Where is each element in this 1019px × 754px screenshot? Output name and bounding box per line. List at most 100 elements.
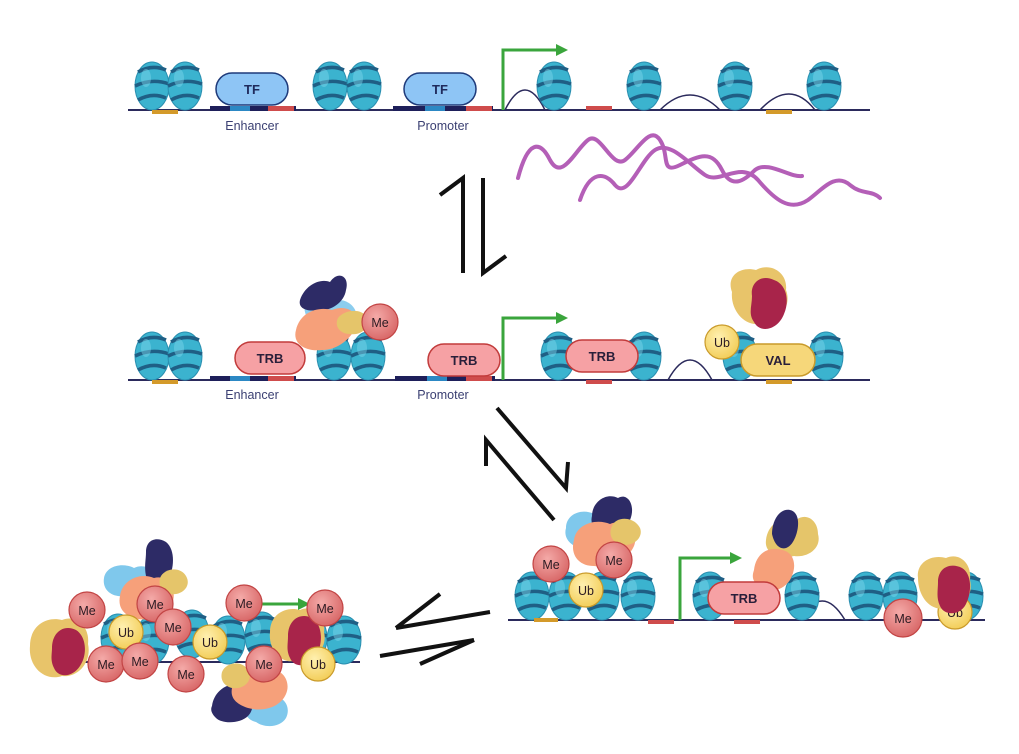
enhancer-motif — [230, 376, 250, 381]
nucleosome — [619, 570, 657, 622]
motif-orange — [766, 110, 792, 114]
trb-protein: TRB — [427, 343, 501, 377]
ubiquitin-mark: Ub — [300, 646, 336, 682]
nucleosome — [716, 60, 754, 112]
protein-complex — [752, 509, 819, 591]
motif-red — [586, 106, 612, 110]
arrow-head — [556, 312, 568, 324]
me-label: Me — [131, 655, 148, 669]
me-label: Me — [255, 658, 272, 672]
nucleosome — [166, 60, 204, 112]
me-label: Me — [235, 597, 252, 611]
arrow-head — [298, 598, 310, 610]
me-label: Me — [164, 621, 181, 635]
nucleosome — [625, 60, 663, 112]
motif-orange — [152, 380, 178, 384]
nucleosome — [805, 60, 843, 112]
row-1-active-state: TF TF Enhancer Promoter — [128, 44, 882, 207]
motif-orange — [152, 110, 178, 114]
mrna-transcript — [578, 145, 882, 207]
methyl-mark: Me — [87, 645, 125, 683]
ubiquitin-mark: Ub — [192, 624, 228, 660]
row-3-partially-repressed-state: Me Me Ub TRB Ub M — [508, 496, 985, 638]
row-2-trb-bound-state: Me TRB TRB TRB VAL Ub Enhancer — [128, 267, 870, 402]
tf-protein: TF — [215, 72, 289, 106]
transcription-start-arrow — [501, 316, 558, 380]
transcription-start-arrow — [501, 48, 558, 110]
val-protein: VAL — [740, 343, 816, 377]
me-label: Me — [605, 554, 622, 568]
ub-label: Ub — [202, 636, 218, 650]
ubiquitin-mark: Ub — [704, 324, 740, 360]
motif-red — [648, 620, 674, 624]
protein-complex — [295, 275, 368, 351]
promoter-motif — [466, 376, 492, 381]
dna-loop — [667, 359, 713, 381]
methyl-mark: Me — [225, 584, 263, 622]
transcription-start-arrow — [678, 556, 732, 620]
promoter-label: Promoter — [417, 388, 468, 402]
nucleosome — [166, 330, 204, 382]
promoter-label: Promoter — [417, 119, 468, 133]
enhancer-region — [210, 106, 296, 111]
row-3-repressed-state: Me Me Me Me Me Ub Ub Ub Me Me Me Me — [29, 539, 363, 727]
arrow-head — [730, 552, 742, 564]
methyl-mark: Me — [595, 541, 633, 579]
enhancer-label: Enhancer — [225, 388, 279, 402]
nucleosome — [133, 330, 171, 382]
methyl-mark: Me — [306, 589, 344, 627]
mrna-transcript — [516, 133, 804, 184]
methyl-mark: Me — [245, 645, 283, 683]
nucleosome — [311, 60, 349, 112]
dna-loop — [504, 89, 816, 111]
me-label: Me — [542, 558, 559, 572]
me-label: Me — [146, 598, 163, 612]
trb-protein: TRB — [565, 339, 639, 373]
motif-orange — [766, 380, 792, 384]
trb-protein: TRB — [234, 341, 306, 375]
methyl-mark: Me — [68, 591, 106, 629]
methyl-mark: Me — [121, 642, 159, 680]
trb-label: TRB — [257, 351, 284, 366]
trb-label: TRB — [451, 353, 478, 368]
methyl-mark: Me — [361, 303, 399, 341]
enhancer-label: Enhancer — [225, 119, 279, 133]
me-label: Me — [316, 602, 333, 616]
enhancer-motif — [268, 106, 294, 111]
methyl-mark: Me — [167, 655, 205, 693]
equilibrium-arrow — [484, 406, 570, 522]
nucleosome — [133, 60, 171, 112]
ub-label: Ub — [310, 658, 326, 672]
motif-orange — [534, 618, 558, 622]
ub-label: Ub — [714, 336, 730, 350]
nucleosome — [535, 60, 573, 112]
me-label: Me — [177, 668, 194, 682]
trb-label: TRB — [589, 349, 616, 364]
methyl-mark: Me — [154, 608, 192, 646]
me-label: Me — [97, 658, 114, 672]
methyl-mark: Me — [883, 598, 923, 638]
ubiquitin-mark: Ub — [568, 572, 604, 608]
nucleosome — [847, 570, 885, 622]
ubiquitin-mark: Ub — [108, 614, 144, 650]
nucleosome — [345, 60, 383, 112]
trb-protein: TRB — [707, 581, 781, 615]
tf-protein: TF — [403, 72, 477, 106]
motif-red — [586, 380, 612, 384]
tf-label: TF — [244, 82, 260, 97]
enhancer-region — [210, 376, 296, 381]
equilibrium-arrow — [438, 174, 508, 277]
promoter-motif — [427, 376, 447, 381]
trb-label: TRB — [731, 591, 758, 606]
protein-complex — [730, 267, 788, 329]
tf-label: TF — [432, 82, 448, 97]
methyl-mark: Me — [532, 545, 570, 583]
me-label: Me — [894, 612, 911, 626]
promoter-motif — [425, 106, 445, 111]
protein-complex — [917, 556, 971, 614]
enhancer-motif — [268, 376, 294, 381]
arrow-head — [556, 44, 568, 56]
val-label: VAL — [765, 353, 790, 368]
me-label: Me — [371, 316, 388, 330]
